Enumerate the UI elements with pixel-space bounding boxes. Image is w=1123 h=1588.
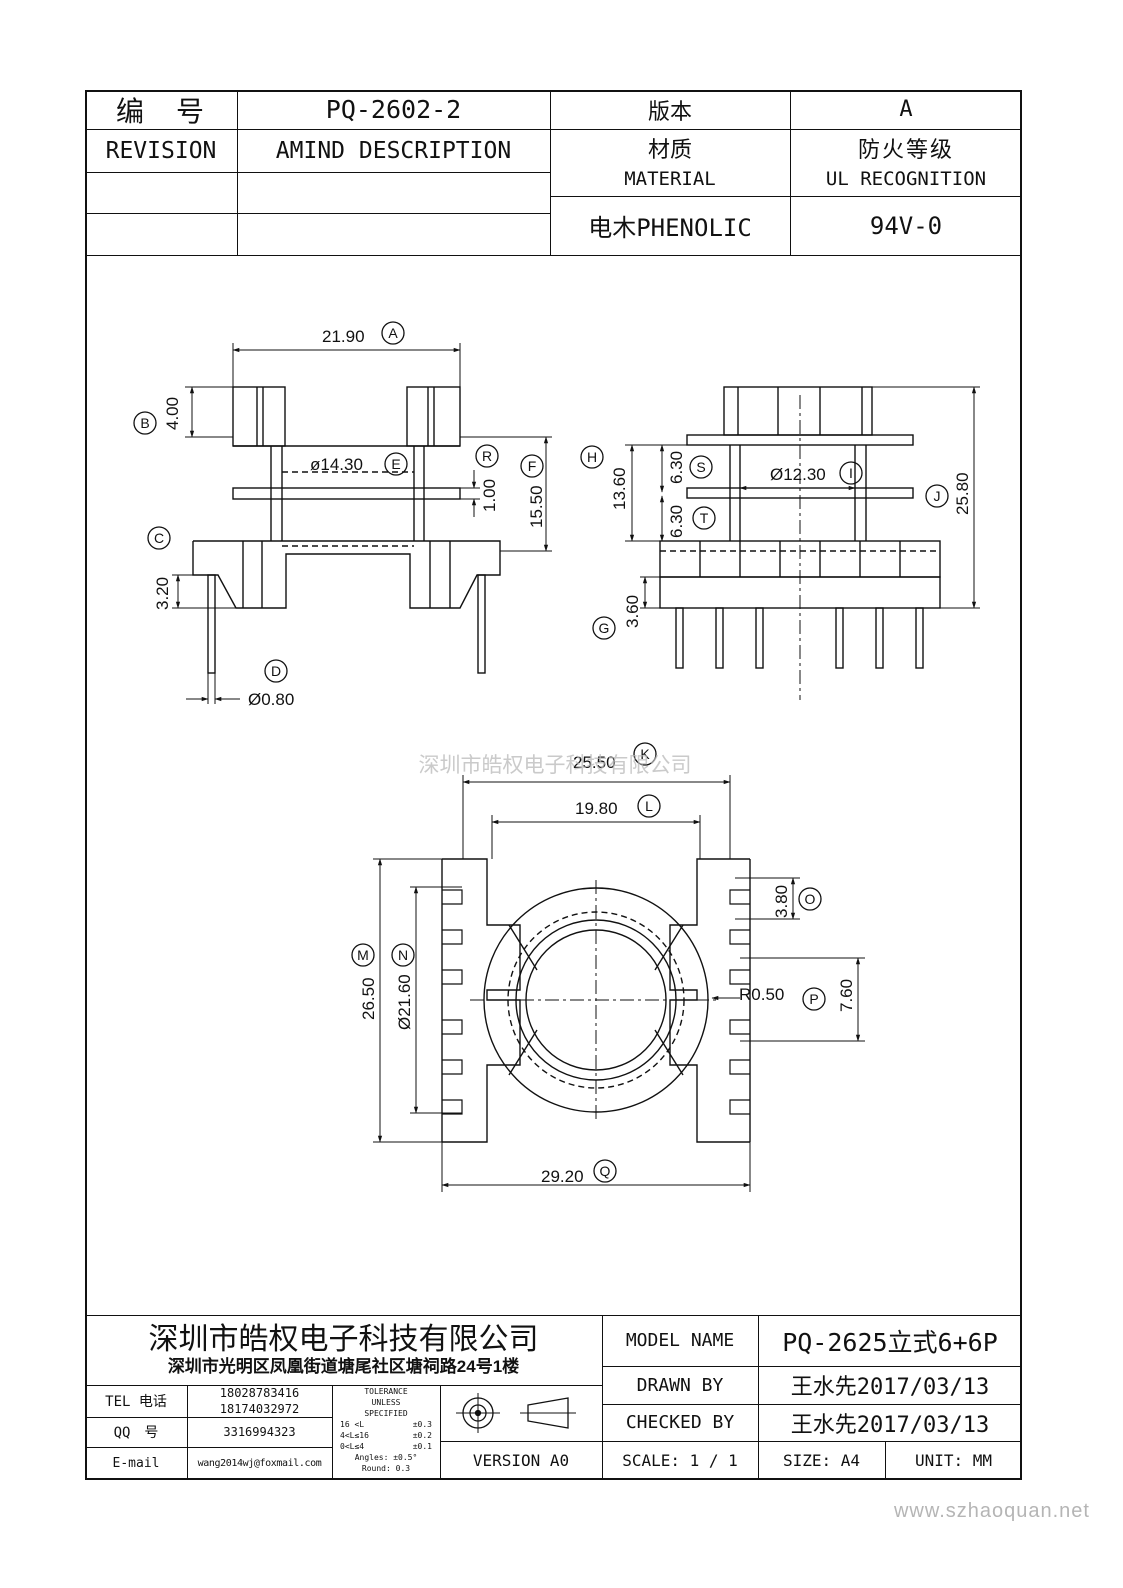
tolerance-title-2: UNLESS: [371, 1398, 401, 1407]
email-label: E-mail: [112, 1456, 160, 1471]
part-number: PQ-2602-2: [325, 95, 462, 124]
tol-round: Round: 0.3: [361, 1464, 411, 1473]
balloon-circles: [133, 321, 949, 1183]
balloon-S: S: [696, 459, 705, 475]
dim-G: 3.60: [623, 595, 642, 628]
email-value: wang2014wj@foxmail.com: [197, 1458, 322, 1469]
tol-value-3: ±0.1: [412, 1442, 432, 1451]
balloon-J: J: [934, 488, 941, 504]
company-watermark: 深圳市皓权电子科技有限公司: [419, 754, 692, 777]
balloon-H: H: [587, 449, 597, 465]
dim-Q: 29.20: [541, 1167, 584, 1186]
version-a0: VERSION A0: [472, 1451, 570, 1470]
tolerance-title-1: TOLERANCE: [364, 1387, 408, 1396]
dim-O: 3.80: [772, 885, 791, 918]
dim-H: 13.60: [610, 467, 629, 510]
tol-angles: Angles: ±0.5°: [354, 1453, 418, 1462]
top-view: [373, 775, 865, 1192]
qq-number: 3316994323: [223, 1425, 296, 1439]
dim-T: 6.30: [667, 505, 686, 538]
tel-2: 18174032972: [219, 1402, 300, 1416]
size-label: SIZE: A4: [782, 1451, 861, 1470]
fire-rating-label-cn: 防火等级: [857, 137, 954, 162]
dim-L: 19.80: [575, 799, 618, 818]
drawn-by-value: 王水先2017/03/13: [790, 1375, 990, 1400]
dim-S: 6.30: [667, 451, 686, 484]
material-label-cn: 材质: [647, 137, 692, 162]
number-label: 编 号: [115, 96, 206, 128]
balloon-Q: Q: [600, 1163, 611, 1179]
balloon-L: L: [645, 798, 653, 814]
dim-J: 25.80: [953, 472, 972, 515]
tol-value-2: ±0.2: [412, 1431, 432, 1440]
dimension-labels: 21.90 4.00 ø14.30 1.00 15.50 3.20 Ø0.80 …: [153, 327, 972, 1186]
material-label-en: MATERIAL: [624, 168, 716, 190]
projection-cone-icon: [527, 1397, 569, 1429]
version-label: 版本: [647, 98, 692, 124]
company-name: 深圳市皓权电子科技有限公司: [148, 1323, 539, 1356]
balloon-D: D: [271, 663, 281, 679]
dim-I: Ø12.30: [770, 465, 826, 484]
dim-E: ø14.30: [310, 455, 363, 474]
balloon-T: T: [700, 510, 709, 526]
balloon-letters: A B C D E F G H I J K L M N O P Q R S T: [140, 325, 940, 1179]
checked-by-value: 王水先2017/03/13: [790, 1412, 990, 1438]
balloon-C: C: [154, 530, 164, 546]
model-name-label: MODEL NAME: [625, 1330, 735, 1351]
tol-value-1: ±0.3: [412, 1420, 432, 1429]
balloon-R: R: [482, 448, 492, 464]
fire-rating-value: 94V-0: [869, 211, 943, 240]
tol-range-1: 16 <L: [340, 1420, 365, 1429]
projection-symbol: [456, 1393, 576, 1433]
dim-M: 26.50: [359, 977, 378, 1020]
balloon-G: G: [599, 620, 610, 636]
site-watermark: www.szhaoquan.net: [893, 1500, 1090, 1522]
qq-label: QQ 号: [113, 1425, 159, 1441]
dim-R: 1.00: [480, 479, 499, 512]
material-value: 电木PHENOLIC: [588, 214, 752, 242]
dim-P: 7.60: [837, 979, 856, 1012]
dim-A: 21.90: [322, 327, 365, 346]
company-address: 深圳市光明区凤凰街道塘尾社区塘祠路24号1楼: [167, 1356, 520, 1376]
side-view: [625, 386, 980, 700]
checked-by-label: CHECKED BY: [625, 1412, 735, 1433]
tel-1: 18028783416: [219, 1386, 300, 1400]
drawn-by-label: DRAWN BY: [636, 1374, 724, 1396]
tol-range-2: 4<L≤16: [340, 1431, 369, 1440]
dim-D: Ø0.80: [248, 690, 294, 709]
version-value: A: [899, 97, 913, 122]
tol-range-3: 0<L≤4: [340, 1442, 365, 1451]
balloon-M: M: [357, 947, 369, 963]
balloon-A: A: [388, 325, 398, 341]
balloon-N: N: [398, 947, 408, 963]
scale-label: SCALE: 1 / 1: [622, 1451, 738, 1470]
dim-N: Ø21.60: [395, 974, 414, 1030]
dim-K: 25.50: [573, 753, 616, 772]
amind-description-label: AMIND DESCRIPTION: [275, 137, 512, 164]
revision-label: REVISION: [105, 137, 217, 164]
front-view: [172, 343, 552, 704]
balloon-K: K: [640, 746, 650, 762]
balloon-F: F: [528, 458, 537, 474]
balloon-O: O: [805, 891, 816, 907]
dim-C: 3.20: [153, 577, 172, 610]
unit-label: UNIT: MM: [914, 1451, 993, 1470]
fire-rating-label-en: UL RECOGNITION: [825, 168, 987, 190]
balloon-E: E: [391, 456, 400, 472]
tolerance-title-3: SPECIFIED: [364, 1409, 408, 1418]
dim-F: 15.50: [527, 485, 546, 528]
dim-R050: R0.50: [739, 985, 784, 1004]
balloon-B: B: [140, 415, 149, 431]
model-name-value: PQ-2625立式6+6P: [782, 1327, 998, 1357]
drawing-frame: [85, 90, 1022, 1480]
tolerance-block: TOLERANCE UNLESS SPECIFIED 16 <L ±0.3 4<L…: [332, 1385, 440, 1480]
balloon-I: I: [849, 465, 853, 481]
dim-B: 4.00: [163, 397, 182, 430]
balloon-P: P: [809, 991, 818, 1007]
tel-label: TEL 电话: [105, 1394, 167, 1410]
